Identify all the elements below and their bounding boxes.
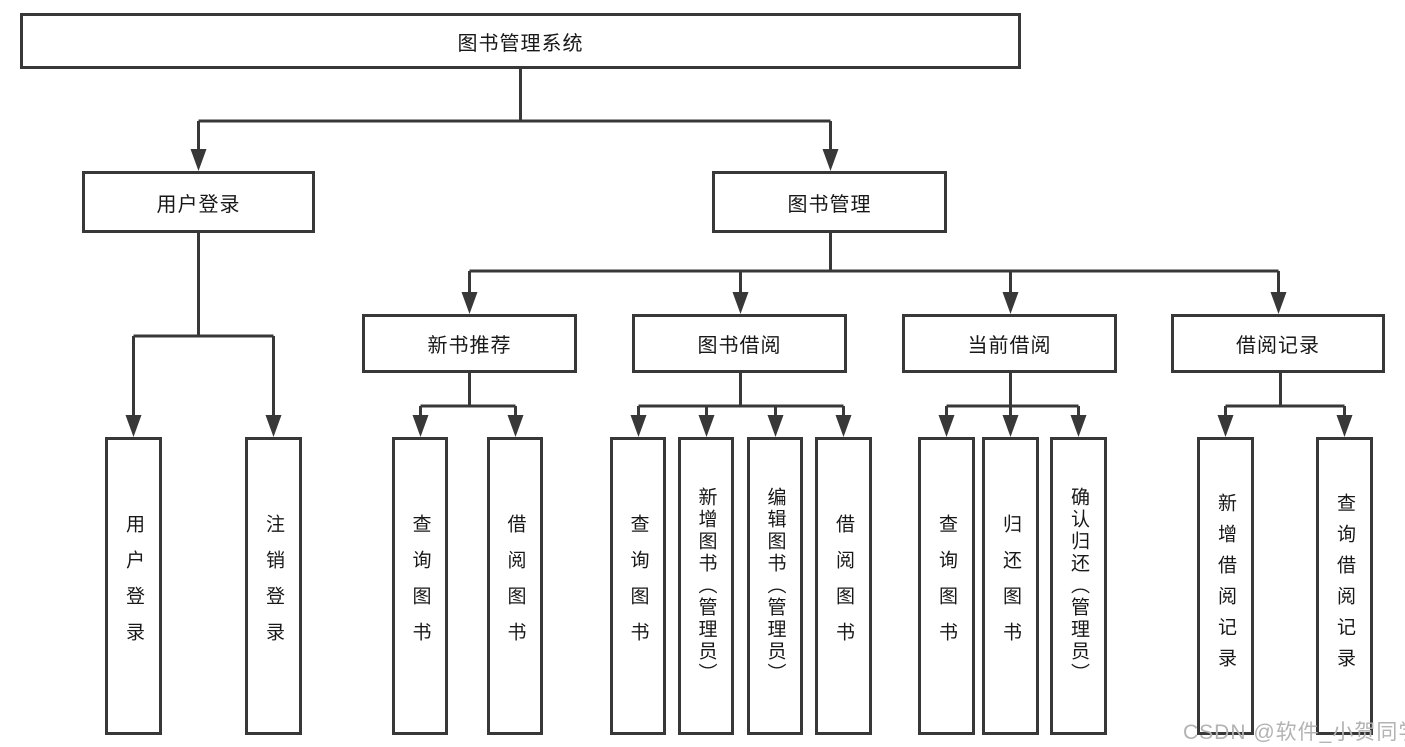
leaf-query-books-recommend-label: 查询图书 [409,514,431,658]
csdn-watermark: CSDN @软件_小贺同学 [1183,721,1405,744]
leaf-logout-label: 注销登录 [263,514,284,658]
leaf-edit-book-admin-label: 编辑图书（管理员） [764,487,786,685]
node-book-borrowing-label: 图书借阅 [697,335,782,357]
node-book-management-label: 图书管理 [787,193,872,216]
node-library-system-label: 图书管理系统 [457,32,584,55]
leaf-user-login-label: 用户登录 [123,514,144,658]
leaf-borrow-books: 借阅图书 [815,437,872,735]
arrowheads [125,149,1353,437]
leaf-query-books-current: 查询图书 [918,437,975,735]
leaf-query-books-borrow-label: 查询图书 [627,514,649,658]
node-current-borrowing-label: 当前借阅 [967,335,1052,357]
node-book-borrowing: 图书借阅 [632,314,847,373]
node-book-management: 图书管理 [712,171,947,233]
leaf-query-borrow-record: 查询借阅记录 [1316,437,1373,735]
node-new-book-recommend: 新书推荐 [362,314,577,373]
leaf-borrow-books-recommend-label: 借阅图书 [504,514,526,658]
leaf-return-books: 归还图书 [982,437,1039,735]
leaf-edit-book-admin: 编辑图书（管理员） [747,437,803,735]
node-library-system: 图书管理系统 [20,13,1021,69]
leaf-logout: 注销登录 [245,437,302,735]
leaf-return-books-label: 归还图书 [1000,514,1021,658]
node-current-borrowing: 当前借阅 [902,314,1117,373]
leaf-user-login: 用户登录 [105,437,162,735]
leaf-borrow-books-label: 借阅图书 [833,514,854,658]
leaf-add-book-admin-label: 新增图书（管理员） [695,487,717,685]
node-borrowing-records: 借阅记录 [1171,314,1385,373]
leaf-add-book-admin: 新增图书（管理员） [678,437,734,735]
leaf-add-borrow-record: 新增借阅记录 [1197,437,1254,735]
leaf-query-books-current-label: 查询图书 [936,514,957,658]
leaf-add-borrow-record-label: 新增借阅记录 [1215,493,1236,679]
leaf-query-books-recommend: 查询图书 [392,437,448,735]
node-borrowing-records-label: 借阅记录 [1236,335,1320,357]
leaf-confirm-return-admin-label: 确认归还（管理员） [1068,487,1089,685]
node-new-book-recommend-label: 新书推荐 [427,335,512,357]
leaf-confirm-return-admin: 确认归还（管理员） [1050,437,1107,735]
node-user-login: 用户登录 [82,171,315,233]
leaf-query-borrow-record-label: 查询借阅记录 [1334,493,1355,679]
leaf-query-books-borrow: 查询图书 [610,437,666,735]
leaf-borrow-books-recommend: 借阅图书 [487,437,543,735]
node-user-login-label: 用户登录 [156,193,241,216]
